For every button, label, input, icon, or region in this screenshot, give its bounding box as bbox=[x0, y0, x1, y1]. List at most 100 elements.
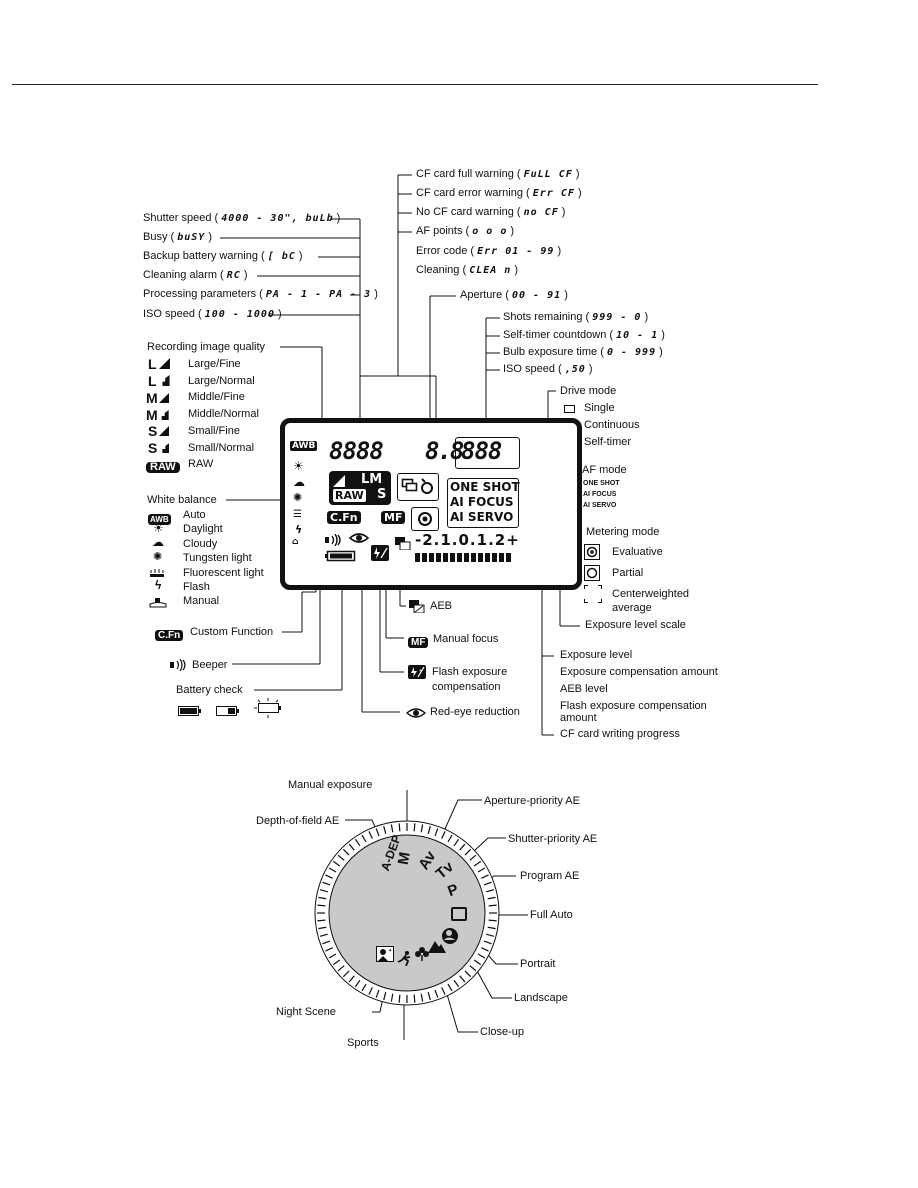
awb-icon: AWB bbox=[148, 514, 171, 525]
drive-single: Single bbox=[584, 402, 615, 414]
mode-dial[interactable] bbox=[312, 818, 502, 1008]
lcd-flash-comp-icon bbox=[371, 545, 389, 561]
quality-large-fine-icon: L bbox=[148, 356, 170, 372]
dial-tooth bbox=[317, 904, 326, 907]
svg-text:+: + bbox=[419, 668, 422, 674]
quality-large-normal: Large/Normal bbox=[188, 375, 255, 387]
lcd-cfn: C.Fn bbox=[327, 511, 361, 524]
aeb-level-label: AEB level bbox=[560, 683, 608, 695]
dial-tooth bbox=[473, 959, 482, 966]
quality-small-normal-icon: S bbox=[148, 440, 170, 456]
lcd-drive-box bbox=[397, 473, 439, 501]
recording-quality-title: Recording image quality bbox=[147, 341, 266, 353]
partial-icon bbox=[584, 565, 600, 581]
dial-landscape-icon bbox=[428, 938, 446, 954]
error-code-label: Error code ( Err 01 - 99 ) bbox=[416, 245, 562, 257]
dial-tooth bbox=[477, 953, 486, 959]
single-shot-icon bbox=[564, 405, 575, 413]
exposure-level-label: Exposure level bbox=[560, 649, 633, 661]
dial-tooth bbox=[328, 867, 337, 873]
shutter-speed-label: Shutter speed ( 4000 - 30", buLb ) bbox=[143, 212, 341, 224]
metering-partial: Partial bbox=[612, 567, 644, 579]
custom-function-label: Custom Function bbox=[190, 626, 274, 638]
lcd-battery-icon bbox=[325, 549, 359, 562]
dial-tooth bbox=[447, 983, 453, 992]
lcd-fine-icon bbox=[333, 475, 345, 487]
dial-tooth bbox=[453, 838, 460, 847]
dial-tooth bbox=[318, 926, 327, 930]
battery-low-icon bbox=[216, 703, 240, 716]
dial-tooth bbox=[487, 896, 496, 900]
af-points-label: AF points ( o o o ) bbox=[416, 225, 515, 237]
dial-tooth bbox=[354, 979, 361, 988]
dial-tooth bbox=[375, 989, 380, 998]
dial-tooth bbox=[390, 993, 394, 1002]
dial-night-scene-icon: ✦ bbox=[376, 946, 394, 962]
dial-tooth bbox=[441, 831, 446, 839]
quality-large-normal-icon: L bbox=[148, 373, 170, 389]
flash-comp-label-1: Flash exposure bbox=[432, 666, 508, 678]
self-timer-countdown-label: Self-timer countdown ( 10 - 1 ) bbox=[503, 329, 665, 341]
dial-tooth bbox=[368, 987, 373, 995]
dial-tooth bbox=[348, 975, 355, 983]
wb-fluorescent: Fluorescent light bbox=[183, 567, 264, 579]
lcd-panel: AWB 8888 8.8 888 ☀ ☁ ✺ ☰ ϟ ⌂ LM RAW S ON… bbox=[280, 418, 582, 590]
dial-tooth bbox=[427, 992, 431, 1001]
cleaning-label: Cleaning ( CLEA n ) bbox=[416, 264, 519, 276]
lcd-exposure-scale: -2.1.0.1.2+ bbox=[415, 531, 520, 549]
cleaning-alarm-label: Cleaning alarm ( RC ) bbox=[143, 269, 248, 281]
dial-tooth bbox=[447, 834, 453, 843]
dial-m: M bbox=[394, 850, 414, 867]
custom-function-icon: C.Fn bbox=[155, 625, 184, 643]
af-one-shot: ONE SHOT bbox=[583, 480, 620, 487]
quality-raw: RAW bbox=[188, 458, 214, 470]
flash-comp-amount-label: Flash exposure compensation bbox=[560, 700, 707, 712]
iso-speed-label: ISO speed ( 100 - 1000 ) bbox=[143, 308, 282, 320]
backup-battery-label: Backup battery warning ( [ bC ) bbox=[143, 250, 303, 262]
white-balance-title: White balance bbox=[147, 494, 217, 506]
dial-tooth bbox=[483, 940, 492, 945]
centerweighted-icon bbox=[584, 585, 602, 603]
portrait-label: Portrait bbox=[520, 958, 556, 970]
dial-tooth bbox=[332, 860, 341, 867]
dial-portrait-icon bbox=[440, 926, 460, 946]
lcd-ai-focus: AI FOCUS bbox=[450, 495, 514, 509]
cloudy-icon: ☁ bbox=[152, 535, 164, 549]
dial-tooth bbox=[486, 933, 495, 937]
depth-of-field-label: Depth-of-field AE bbox=[256, 815, 340, 827]
dial-tooth bbox=[488, 904, 497, 907]
lcd-cloudy-icon: ☁ bbox=[293, 475, 305, 489]
dial-tooth bbox=[348, 843, 355, 851]
quality-large-fine: Large/Fine bbox=[188, 358, 241, 370]
dial-tooth bbox=[325, 947, 333, 952]
dial-tooth bbox=[464, 848, 472, 856]
dial-tooth bbox=[487, 926, 496, 930]
dial-tooth bbox=[481, 874, 489, 879]
lcd-aeb-icon bbox=[395, 537, 411, 551]
lcd-raw: RAW bbox=[333, 489, 366, 502]
dial-tooth bbox=[317, 919, 326, 922]
manual-wb-icon bbox=[149, 595, 167, 608]
dial-tooth bbox=[477, 867, 486, 873]
lcd-tungsten-icon: ✺ bbox=[293, 491, 303, 504]
lcd-metering-box bbox=[411, 507, 439, 531]
lcd-s: S bbox=[377, 487, 387, 502]
dial-tooth bbox=[342, 848, 350, 856]
raw-icon: RAW bbox=[146, 457, 180, 475]
af-ai-focus: AI FOCUS bbox=[583, 491, 617, 498]
bulb-exposure-label: Bulb exposure time ( 0 - 999 ) bbox=[503, 346, 663, 358]
manual-focus-label: Manual focus bbox=[433, 633, 499, 645]
dial-tooth bbox=[383, 825, 387, 834]
fluorescent-icon bbox=[150, 566, 164, 577]
lcd-one-shot: ONE SHOT bbox=[450, 480, 520, 494]
wb-cloudy: Cloudy bbox=[183, 538, 218, 550]
dial-tooth bbox=[342, 970, 350, 978]
dial-tooth bbox=[420, 824, 424, 833]
quality-small-fine: Small/Fine bbox=[188, 425, 240, 437]
lcd-progress-bar bbox=[415, 549, 515, 562]
aperture-priority-label: Aperture-priority AE bbox=[484, 795, 580, 807]
dial-tooth bbox=[337, 965, 345, 972]
metering-title: Metering mode bbox=[586, 526, 660, 538]
svg-text:✦: ✦ bbox=[388, 948, 392, 954]
shots-remaining-label: Shots remaining ( 999 - 0 ) bbox=[503, 311, 649, 323]
